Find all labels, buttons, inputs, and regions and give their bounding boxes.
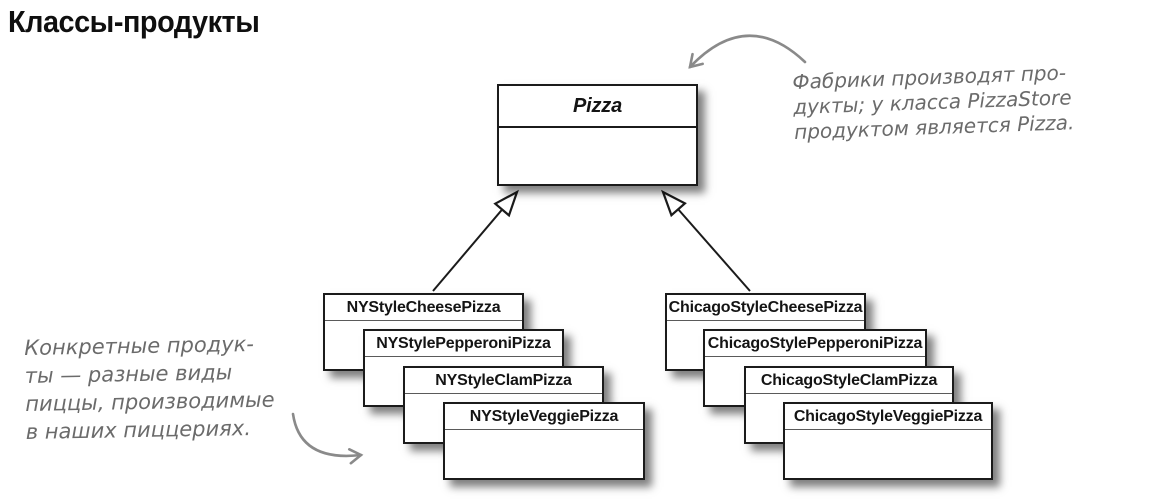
- class-name: ChicagoStyleClamPizza: [746, 368, 952, 394]
- curved-arrow-icon-factories: [688, 34, 807, 69]
- class-name: NYStyleCheesePizza: [325, 295, 522, 321]
- annotation-line: в наших пиццериях.: [25, 416, 252, 444]
- class-name: ChicagoStyleCheesePizza: [667, 295, 864, 321]
- class-name: NYStyleClamPizza: [405, 368, 602, 394]
- inheritance-line-ny: [432, 189, 519, 292]
- curved-arrow-icon-products: [291, 412, 364, 465]
- page-title: Классы-продукты: [8, 4, 260, 39]
- class-name: NYStylePepperoniPizza: [365, 331, 562, 357]
- class-name: ChicagoStylePepperoniPizza: [705, 331, 925, 357]
- class-box-pizza: Pizza: [497, 84, 698, 186]
- annotation-factories-note: Фабрики производят про- дукты; у класса …: [792, 60, 1075, 145]
- class-name: ChicagoStyleVeggiePizza: [785, 404, 991, 430]
- annotation-line: Конкретные продук-: [24, 331, 255, 360]
- class-box-chicagostyleveggiepizza: ChicagoStyleVeggiePizza: [783, 402, 993, 480]
- class-name: NYStyleVeggiePizza: [445, 404, 643, 430]
- annotation-line: пиццы, производимые: [25, 387, 275, 416]
- annotation-line: ты — разные виды: [24, 360, 233, 388]
- class-name-pizza: Pizza: [499, 86, 696, 128]
- class-box-nystyleveggiepizza: NYStyleVeggiePizza: [443, 402, 645, 480]
- annotation-products-note: Конкретные продук- ты — разные виды пицц…: [24, 330, 275, 446]
- inheritance-line-chicago: [661, 189, 751, 292]
